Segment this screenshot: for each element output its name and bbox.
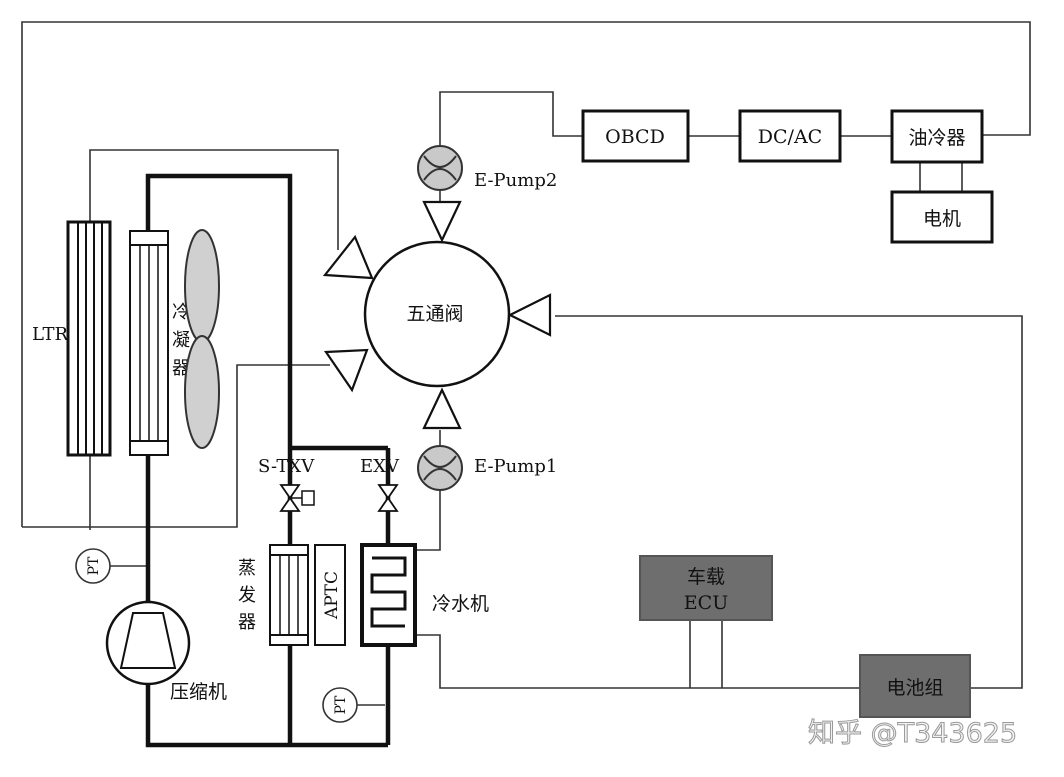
motor-label: 电机 [923,208,961,230]
aptc-label: APTC [322,571,342,620]
epump2: E-Pump2 [417,145,557,191]
oil-cooler-box: 油冷器 [890,109,984,164]
ecu-label-2: ECU [684,592,728,614]
obcd-box: OBCD [581,109,690,163]
stxv-valve: S-TXV [258,456,315,512]
dcac-label: DC/AC [758,126,822,148]
compressor-label: 压缩机 [170,681,227,703]
ltr-label: LTR [32,324,68,345]
exv-valve: EXV [360,456,400,512]
pt-top-label: PT [86,556,102,575]
chiller-label: 冷水机 [432,593,489,615]
condenser: 冷 凝 器 [129,230,190,456]
oil-cooler-label: 油冷器 [908,127,965,149]
ecu-label-1: 车载 [687,566,725,588]
dcac-box: DC/AC [738,109,842,163]
fan-icon [184,229,220,449]
evaporator-label-3: 器 [238,612,256,633]
evaporator: 蒸 发 器 [238,544,309,646]
ltr-radiator: LTR [32,220,112,457]
compressor: 压缩机 [105,600,227,703]
epump1: E-Pump1 [417,445,557,491]
pt-sensor-top: PT [75,548,111,584]
port-left-upper [322,234,374,280]
port-left-lower [323,348,369,393]
epump2-label: E-Pump2 [474,170,557,191]
stxv-label: S-TXV [258,456,315,477]
five-way-valve: 五通阀 [322,200,552,430]
pt-bottom-label: PT [333,695,349,714]
exv-label: EXV [360,456,400,477]
motor-box: 电机 [890,190,994,244]
port-right [507,293,552,337]
battery-label: 电池组 [886,677,943,699]
evaporator-label-2: 发 [238,585,256,606]
five-way-valve-label: 五通阀 [406,303,463,325]
port-bottom [422,387,462,430]
chiller: 冷水机 [360,543,489,647]
port-top [422,200,462,243]
aptc-box: APTC [314,544,346,646]
obcd-label: OBCD [605,126,665,148]
battery-box: 电池组 [859,654,971,718]
ecu-box: 车载 ECU [639,555,773,621]
epump1-label: E-Pump1 [474,456,557,477]
pt-sensor-bottom: PT [322,687,358,723]
watermark: 知乎 @T343625 [808,718,1017,749]
evaporator-label-1: 蒸 [238,558,256,579]
condenser-label-2: 凝 [172,330,190,351]
